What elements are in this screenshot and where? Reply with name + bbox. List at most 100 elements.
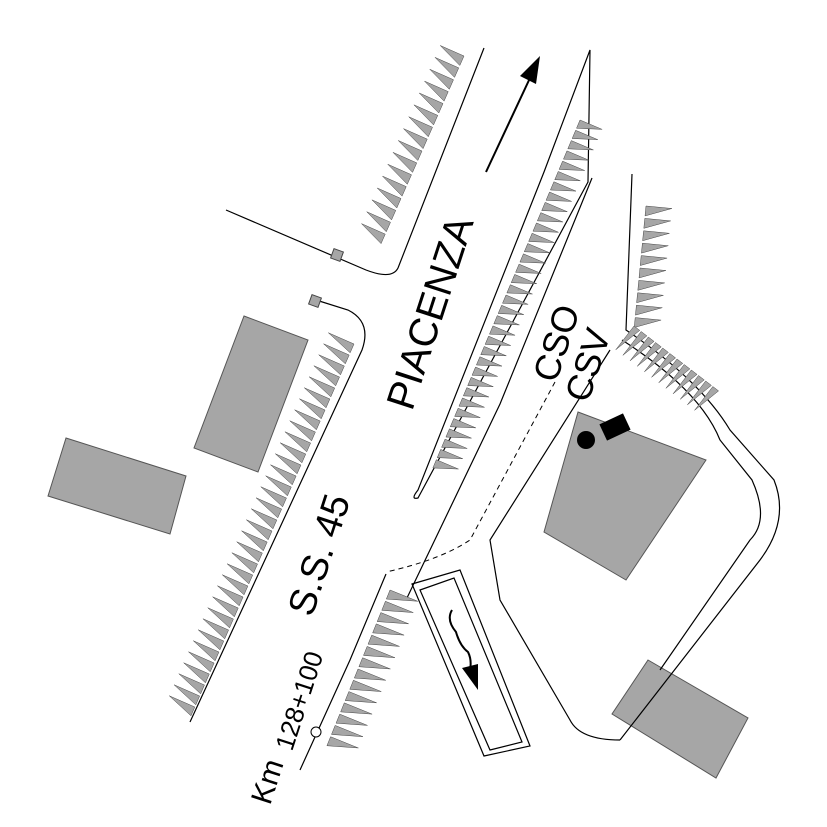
tick-row-median: [563, 150, 590, 161]
tick-row-left-lower: [304, 387, 331, 409]
tick-row-left-lower: [265, 475, 292, 497]
tick-row-top-left: [419, 92, 444, 114]
sign-post-1: [329, 247, 345, 263]
tick-row-right-top: [633, 317, 662, 328]
tick-row-median: [523, 243, 550, 254]
tick-row-left-lower: [193, 640, 220, 662]
direction-arrow-icon: [485, 56, 540, 173]
tick-row-median: [541, 202, 568, 212]
tick-row-median: [467, 377, 494, 387]
tick-row-left-lower: [226, 563, 254, 585]
tick-row-top-left: [387, 164, 412, 185]
tick-row-median: [449, 418, 476, 429]
tick-row-left-lower: [318, 354, 345, 376]
tick-row-right-top: [637, 280, 665, 291]
tick-row-median: [506, 284, 533, 295]
road-edge-site: [619, 173, 781, 741]
tick-row-median: [458, 397, 485, 408]
tick-row-top-left: [361, 223, 386, 245]
tick-row-right-top: [635, 304, 663, 316]
tick-row-left-lower: [323, 343, 350, 365]
canal-inner: [419, 577, 523, 751]
building-left-upper: [193, 315, 309, 473]
km-marker-icon: [310, 726, 322, 738]
tick-row-left-lower: [241, 530, 268, 552]
tick-row-right-top: [641, 242, 669, 254]
tick-row-entrance: [344, 691, 377, 704]
tick-row-right-diag: [665, 364, 691, 389]
tick-row-left-lower: [207, 607, 234, 629]
tick-row-median: [550, 181, 577, 192]
tick-row-right-diag: [644, 347, 669, 372]
tick-row-left-lower: [279, 442, 307, 464]
tick-row-entrance: [376, 612, 409, 625]
tick-row-left-lower: [231, 552, 258, 574]
tick-row-median: [471, 366, 498, 377]
tick-row-median: [454, 407, 481, 418]
tick-row-left-lower: [202, 618, 229, 640]
tick-row-left-lower: [260, 486, 287, 508]
tick-row-median: [558, 160, 585, 171]
tick-row-entrance: [367, 634, 400, 647]
tick-row-left-lower: [173, 684, 200, 706]
tick-row-right-top: [642, 230, 670, 242]
tick-row-median: [484, 335, 511, 346]
road-edge-yard: [489, 349, 621, 741]
tick-row-right-top: [639, 255, 668, 266]
tick-row-left-lower: [284, 431, 311, 453]
tick-row-median: [510, 274, 537, 285]
tick-row-median: [536, 212, 564, 223]
tick-row-left-lower: [270, 464, 297, 486]
tick-row-left-lower: [222, 574, 249, 596]
tick-row-left-lower: [308, 376, 336, 398]
tick-row-median: [545, 191, 572, 202]
embankment-ticks: [169, 45, 719, 749]
tick-row-right-diag: [658, 358, 684, 383]
tick-row-left-lower: [183, 662, 210, 684]
tick-row-left-lower: [275, 453, 302, 475]
km-value-label: 128+100: [269, 648, 329, 754]
tick-row-top-left: [371, 199, 397, 221]
tick-row-median: [554, 171, 581, 182]
tick-row-top-left: [392, 152, 418, 173]
tick-row-entrance: [331, 725, 364, 737]
tick-row-left-lower: [169, 695, 196, 717]
sign-post-2: [307, 293, 323, 309]
tick-row-left-lower: [313, 365, 340, 387]
tick-row-median: [576, 119, 603, 130]
buildings: [47, 315, 749, 779]
tick-row-left-lower: [197, 629, 225, 651]
tick-row-left-lower: [328, 332, 355, 354]
tick-row-top-left: [434, 57, 460, 78]
tick-row-right-diag: [637, 342, 662, 367]
road-edge-main-left-lower: [189, 299, 366, 723]
tick-row-right-top: [643, 218, 671, 229]
tick-row-left-lower: [294, 409, 321, 431]
tick-row-right-diag: [615, 325, 641, 350]
tick-row-median: [441, 438, 468, 449]
site-marker-icon: [577, 413, 631, 449]
tick-row-median: [519, 253, 546, 264]
tick-row-left-lower: [289, 420, 316, 442]
tick-row-right-top: [636, 292, 664, 304]
tick-row-left-lower: [236, 541, 263, 563]
tick-row-top-left: [408, 116, 433, 138]
tick-row-entrance: [349, 679, 382, 692]
tick-row-top-left: [413, 104, 439, 126]
tick-row-left-lower: [255, 497, 282, 519]
building-plant: [543, 411, 707, 581]
tick-row-left-lower: [251, 508, 278, 530]
tick-row-top-left: [440, 45, 465, 66]
tick-row-median: [489, 325, 516, 336]
tick-row-median: [502, 294, 529, 305]
tick-row-left-lower: [212, 596, 239, 618]
tick-row-top-left: [403, 128, 428, 150]
road-edge-main-left: [225, 47, 485, 276]
tick-row-median: [480, 346, 507, 357]
tick-row-top-left: [429, 69, 454, 90]
road-label: S.S. 45: [281, 489, 359, 621]
tick-row-left-lower: [217, 585, 244, 607]
tick-row-entrance: [372, 623, 405, 636]
tick-row-entrance: [385, 589, 418, 602]
